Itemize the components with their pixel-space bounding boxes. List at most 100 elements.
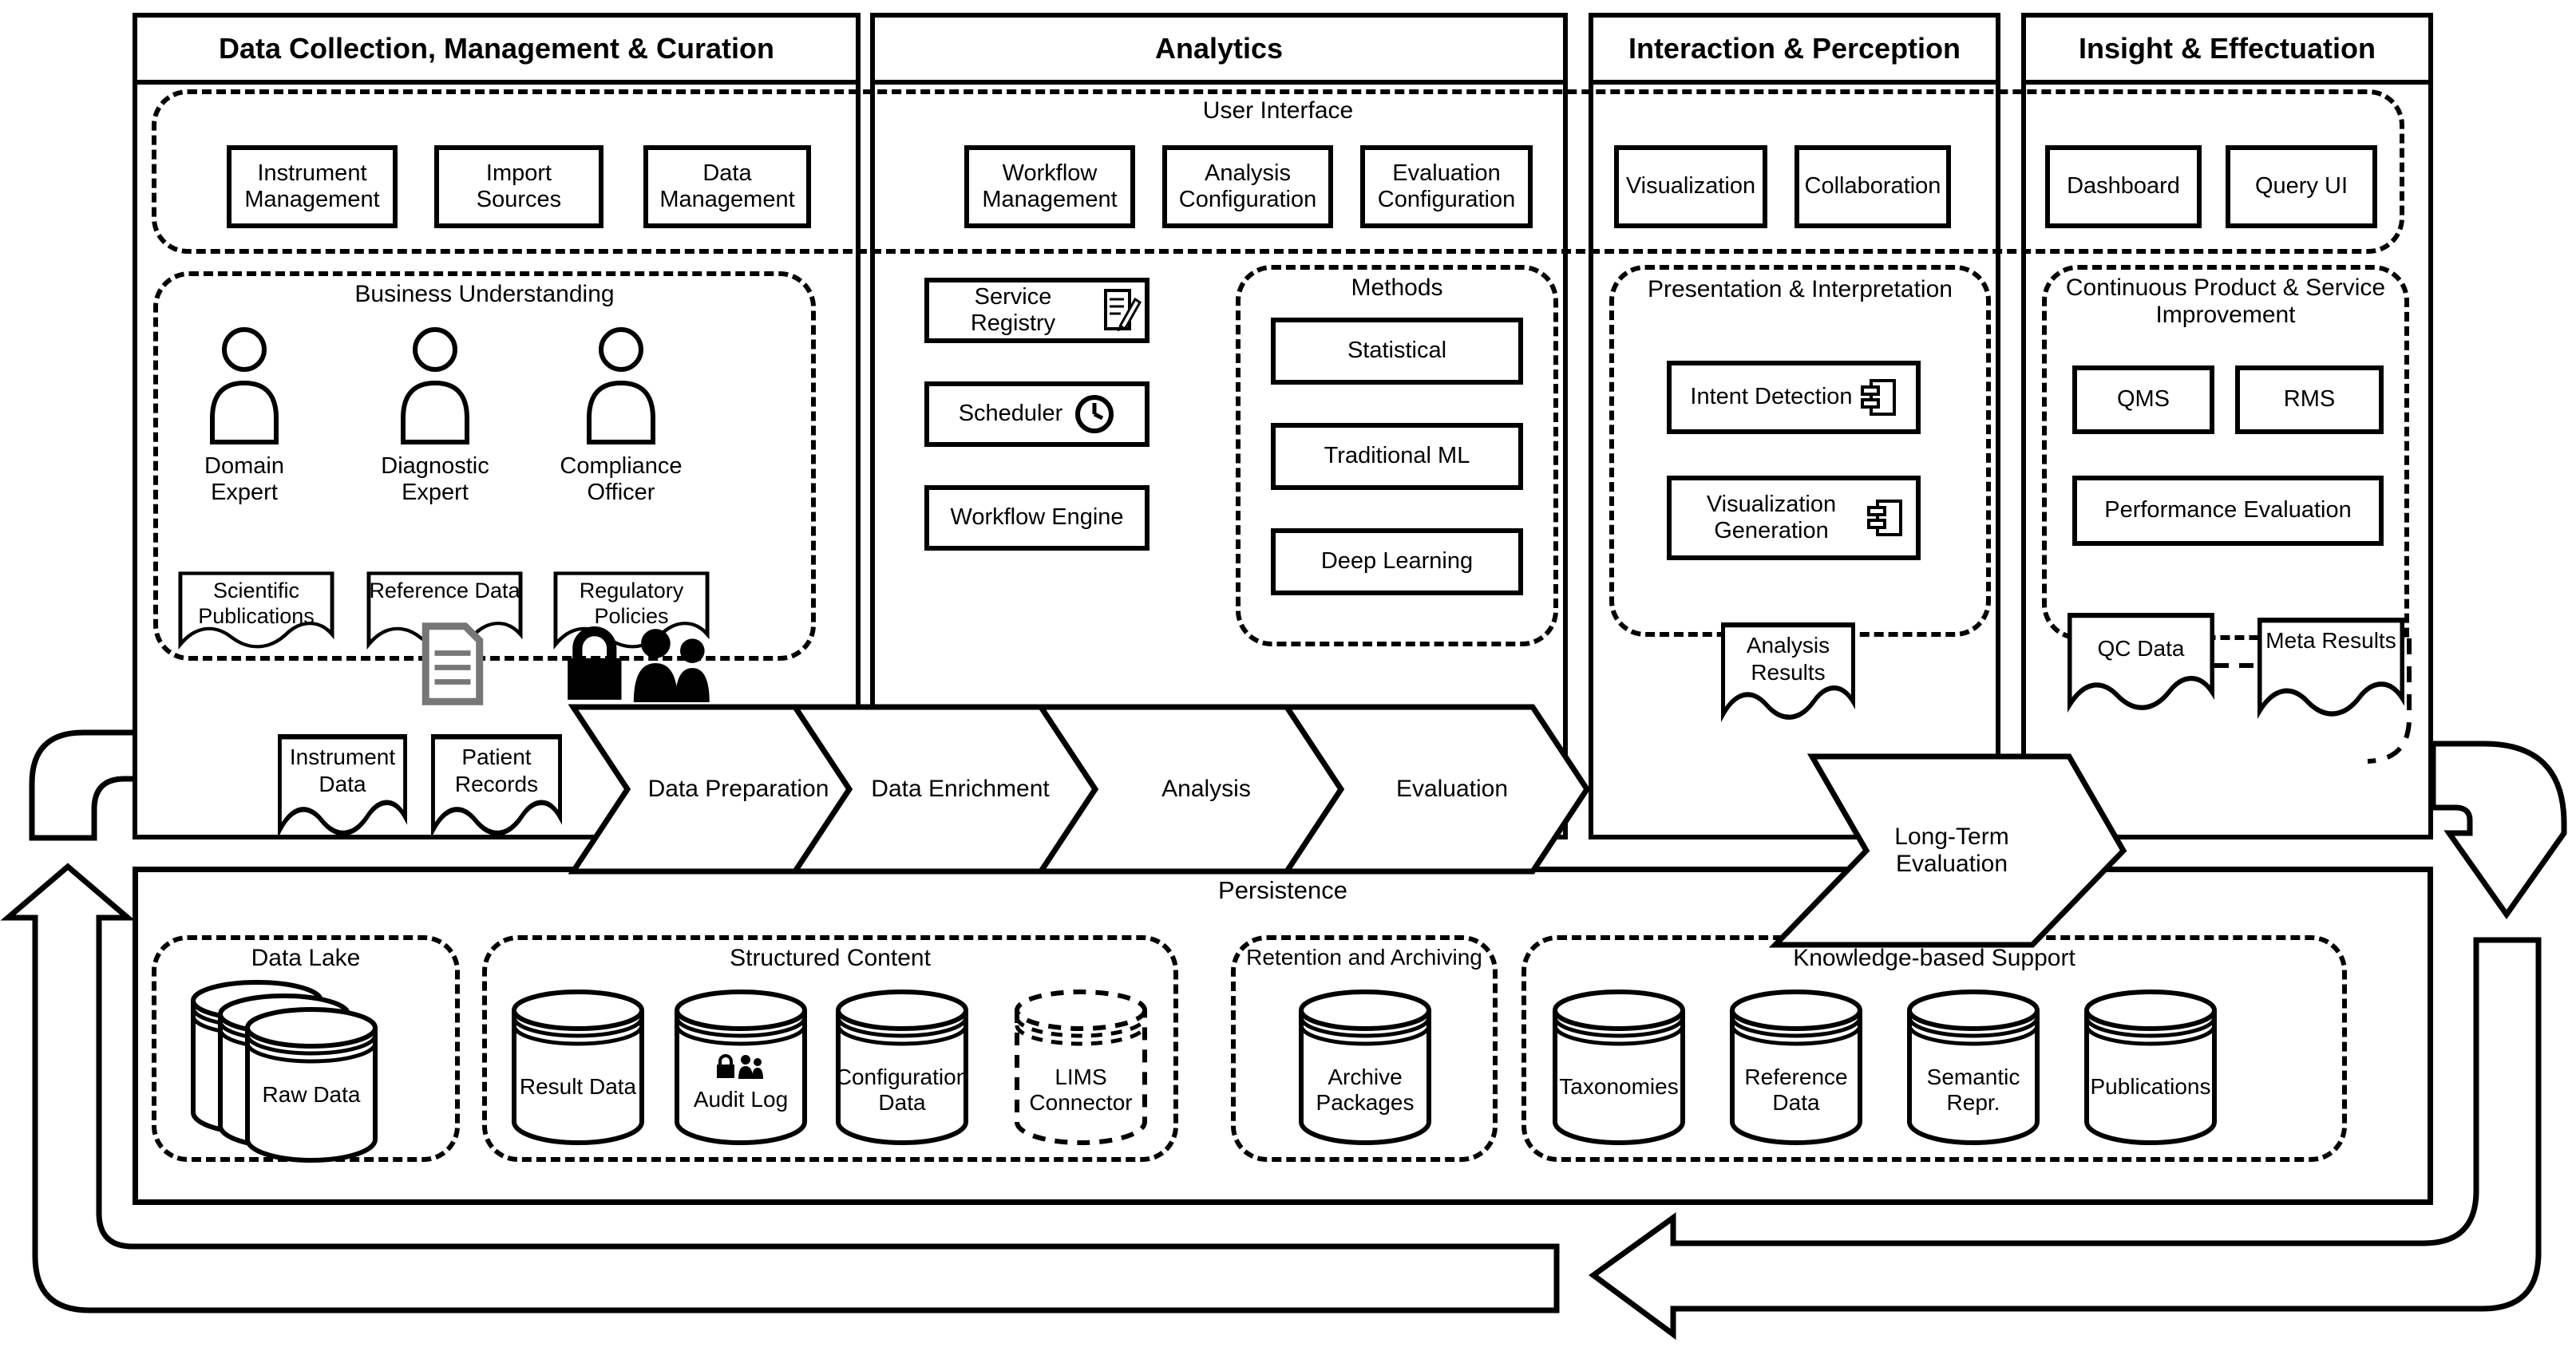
tape-shape-icon [278, 734, 407, 839]
database-label: Configuration Data [835, 1065, 969, 1116]
database-label: Raw Data [262, 1082, 361, 1107]
document-label: Reference Data [369, 579, 520, 602]
ui-box-visualization: Visualization [1614, 145, 1767, 228]
ui-box-label: Dashboard [2067, 173, 2180, 199]
database-icon [512, 990, 644, 1145]
continuous-improvement-group [2042, 265, 2409, 640]
document-regulatory-policies: Regulatory Policies [553, 571, 710, 702]
tape-shape-icon [1721, 622, 1855, 722]
user-interface-label: User Interface [1202, 97, 1354, 124]
business-understanding-label: Business Understanding [354, 281, 615, 307]
small-document-icon [421, 622, 484, 705]
database-icon [2084, 990, 2217, 1145]
chevron-long-term-evaluation-icon [1768, 753, 2127, 948]
ui-box-label: Workflow Management [982, 160, 1118, 212]
structured-content-label: Structured Content [730, 945, 931, 971]
document-instrument-data: Instrument Data [278, 734, 407, 847]
database-result-data: Result Data [511, 988, 645, 1148]
actor-label: Domain Expert [204, 453, 284, 506]
method-label: Statistical [1347, 338, 1447, 364]
methods-label: Methods [1351, 275, 1443, 301]
database-icon [836, 990, 968, 1145]
ui-box-instrument-management: Instrument Management [227, 145, 398, 228]
database-publications: Publications [2083, 988, 2218, 1148]
document-label: Scientific Publications [198, 579, 315, 629]
edit-document-icon [1103, 288, 1142, 333]
column-title-data-collection: Data Collection, Management & Curation [137, 18, 856, 85]
database-label: Publications [2090, 1074, 2211, 1099]
ui-box-data-management: Data Management [643, 145, 811, 228]
document-meta-results: Meta Results [2257, 618, 2404, 728]
database-archive-packages: Archive Packages [1298, 988, 1432, 1148]
document-patient-records: Patient Records [431, 734, 562, 847]
document-analysis-results: Analysis Results [1721, 622, 1855, 731]
chevron-evaluation-icon [1281, 704, 1591, 875]
document-qc-data: QC Data [2068, 613, 2214, 721]
lock-and-users-icon [568, 626, 710, 702]
retention-archiving-group [1231, 935, 1498, 1162]
step-evaluation: Evaluation [1395, 775, 1509, 802]
document-label: Instrument Data [289, 745, 396, 796]
database-icon [245, 1007, 378, 1163]
improvement-label: RMS [2283, 386, 2336, 413]
box-intent-detection: Intent Detection [1667, 361, 1921, 434]
database-lims-connector: LIMS Connector [1014, 988, 1148, 1148]
clock-icon [1074, 393, 1115, 435]
retention-archiving-label: Retention and Archiving [1246, 945, 1482, 970]
box-service-registry: Service Registry [924, 278, 1150, 343]
component-label: Visualization Generation [1706, 491, 1837, 543]
column-data-collection: Data Collection, Management & Curation [133, 13, 861, 839]
ui-box-dashboard: Dashboard [2045, 145, 2202, 228]
database-label: Semantic Repr. [1926, 1065, 2020, 1116]
ui-box-label: Instrument Management [244, 160, 380, 212]
step-long-term-evaluation: Long-Term Evaluation [1894, 823, 2009, 878]
service-label: Service Registry [970, 283, 1056, 336]
methods-group [1236, 265, 1558, 646]
actor-domain-expert: Domain Expert [176, 326, 312, 507]
knowledge-support-label: Knowledge-based Support [1793, 945, 2075, 971]
ui-box-label: Import Sources [476, 160, 562, 212]
actor-label: Compliance Officer [560, 453, 683, 506]
database-configuration-data: Configuration Data [835, 988, 969, 1148]
data-lake-label: Data Lake [251, 945, 361, 971]
step-data-enrichment: Data Enrichment [871, 775, 1050, 802]
database-semantic-repr: Semantic Repr. [1906, 988, 2040, 1148]
database-icon-dashed [1015, 990, 1147, 1145]
box-deep-learning: Deep Learning [1271, 528, 1523, 595]
ui-box-import-sources: Import Sources [434, 145, 603, 228]
box-workflow-engine: Workflow Engine [924, 485, 1150, 551]
feedback-down-arrow-icon [2430, 741, 2567, 920]
presentation-interpretation-label: Presentation & Interpretation [1648, 276, 1953, 302]
method-label: Traditional ML [1324, 443, 1470, 469]
structured-content-group [482, 935, 1178, 1162]
column-interaction-perception: Interaction & Perception [1589, 13, 2000, 839]
continuous-improvement-label: Continuous Product & Service Improvement [2065, 275, 2386, 328]
service-label: Scheduler [958, 401, 1063, 427]
database-icon [1730, 990, 1862, 1145]
column-insight-effectuation: Insight & Effectuation [2021, 13, 2433, 839]
box-performance-evaluation: Performance Evaluation [2072, 476, 2384, 546]
tape-shape-icon [178, 571, 334, 650]
ui-box-evaluation-configuration: Evaluation Configuration [1360, 145, 1533, 228]
actor-label: Diagnostic Expert [381, 453, 489, 506]
ui-box-label: Data Management [659, 160, 795, 212]
ui-box-workflow-management: Workflow Management [964, 145, 1135, 228]
actor-diagnostic-expert: Diagnostic Expert [367, 326, 503, 507]
lock-and-users-icon [717, 1054, 763, 1079]
ui-box-label: Evaluation Configuration [1377, 160, 1516, 212]
ui-box-collaboration: Collaboration [1794, 145, 1951, 228]
uml-component-icon [1860, 377, 1897, 417]
feedback-left-arrow-icon [1589, 937, 2542, 1340]
document-label: Patient Records [454, 745, 539, 796]
document-label: QC Data [2097, 636, 2185, 661]
database-label: LIMS Connector [1029, 1065, 1133, 1116]
column-title-insight-effectuation: Insight & Effectuation [2026, 18, 2428, 85]
component-label: Intent Detection [1690, 384, 1853, 410]
database-label: Result Data [519, 1074, 637, 1099]
feedback-elbow-left-icon [29, 729, 133, 841]
box-scheduler: Scheduler [924, 381, 1150, 447]
ui-box-label: Collaboration [1804, 173, 1941, 199]
person-icon [401, 327, 469, 444]
